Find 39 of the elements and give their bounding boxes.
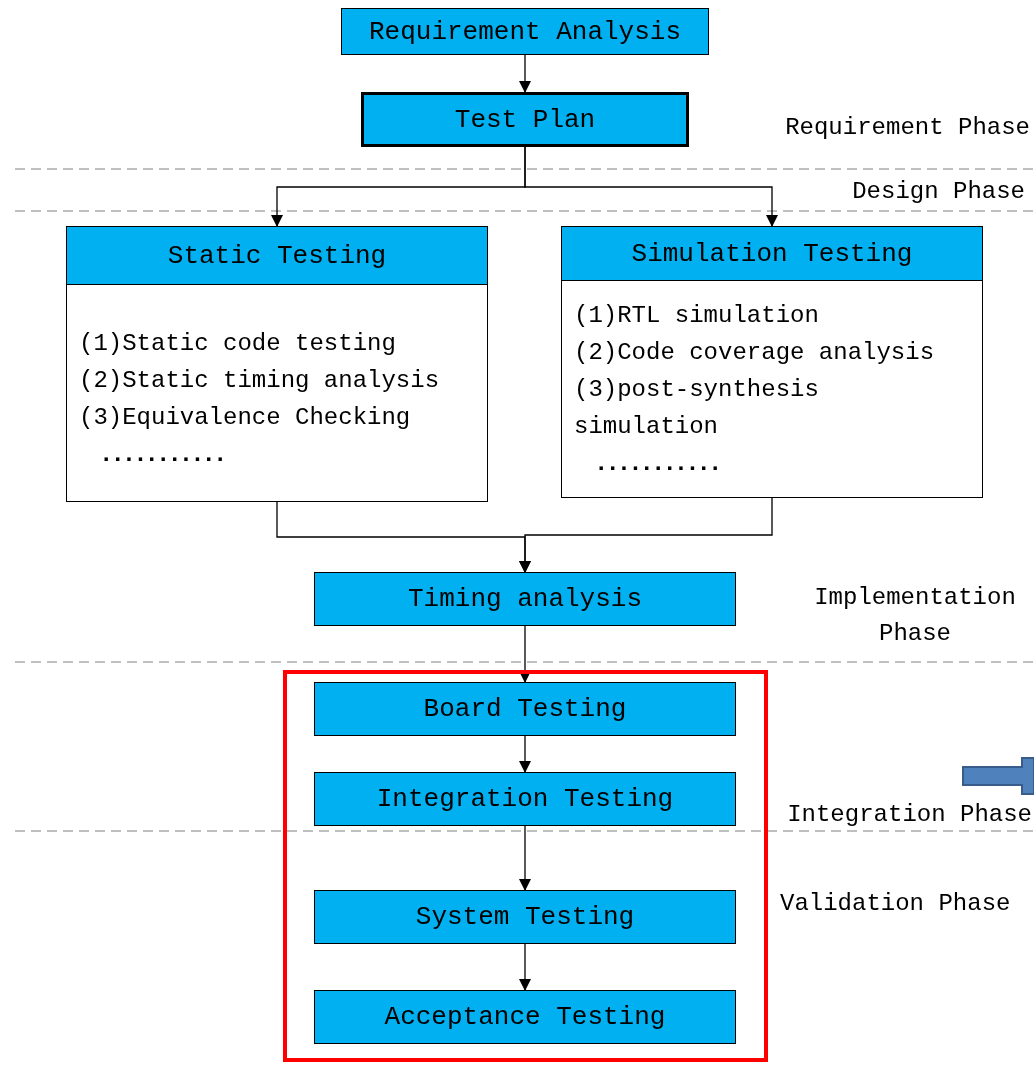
list-item: (3)Equivalence Checking bbox=[79, 403, 412, 433]
arrow bbox=[519, 625, 531, 683]
process-box bbox=[314, 890, 736, 944]
list-item: (1)Static code testing bbox=[79, 329, 397, 359]
list-item: (3)post-synthesis simulation bbox=[574, 375, 820, 442]
box-label: Integration Testing bbox=[376, 786, 674, 812]
process-card bbox=[561, 226, 983, 498]
phase-label: Requirement Phase bbox=[784, 113, 1030, 143]
box-label: Acceptance Testing bbox=[384, 1004, 666, 1030]
box-label: Test Plan bbox=[454, 106, 596, 133]
card-title: Static Testing bbox=[167, 242, 387, 269]
arrow bbox=[519, 735, 531, 773]
arrow bbox=[519, 825, 531, 891]
phase-label: Implementation Phase bbox=[813, 583, 1017, 649]
arrow bbox=[519, 943, 531, 991]
process-box bbox=[361, 92, 689, 147]
list-item: (1)RTL simulation bbox=[574, 301, 820, 331]
phase-label: Design Phase bbox=[851, 177, 1025, 207]
box-label: System Testing bbox=[415, 904, 635, 930]
process-box bbox=[314, 682, 736, 736]
ellipsis-text: ........... bbox=[98, 440, 226, 470]
arrow bbox=[519, 54, 531, 93]
phase-label: Validation Phase bbox=[780, 889, 1012, 919]
arrow bbox=[524, 146, 778, 227]
process-box bbox=[314, 772, 736, 826]
card-title: Simulation Testing bbox=[631, 240, 913, 267]
box-label: Timing analysis bbox=[407, 586, 642, 612]
list-item: (2)Static timing analysis bbox=[79, 366, 441, 396]
process-box bbox=[314, 990, 736, 1044]
process-box bbox=[314, 572, 736, 626]
process-card bbox=[66, 226, 488, 502]
list-item: (2)Code coverage analysis bbox=[574, 338, 936, 368]
process-box bbox=[341, 8, 709, 55]
box-label: Board Testing bbox=[423, 696, 627, 722]
box-label: Requirement Analysis bbox=[368, 18, 682, 45]
group-frame bbox=[283, 670, 768, 1062]
ellipsis-text: ........... bbox=[593, 449, 721, 479]
phase-label: Integration Phase bbox=[786, 800, 1032, 830]
arrow bbox=[519, 497, 773, 573]
